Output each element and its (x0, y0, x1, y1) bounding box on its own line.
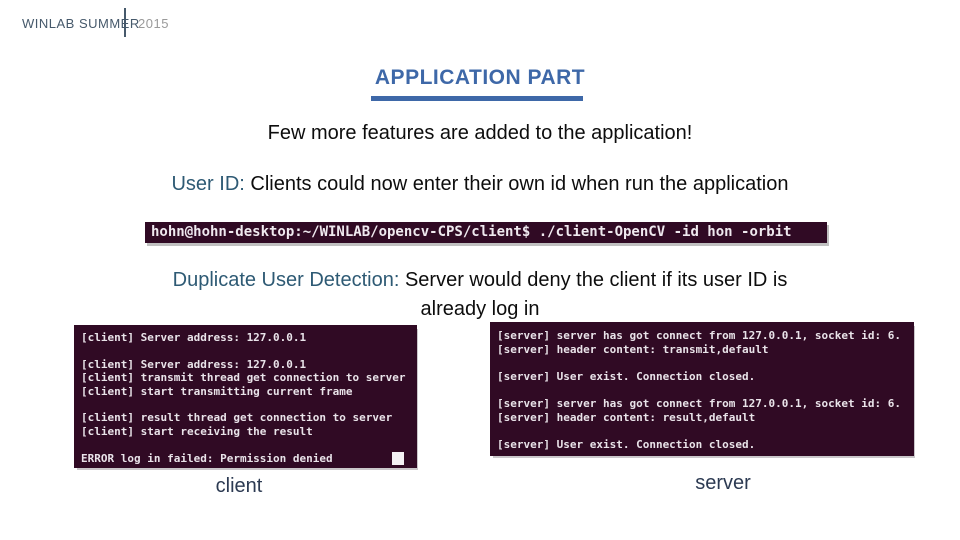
header-divider (124, 8, 126, 37)
page-title: APPLICATION PART (374, 66, 586, 89)
intro-text: Few more features are added to the appli… (267, 122, 693, 144)
terminal-line: [server] header content: transmit,defaul… (497, 342, 769, 356)
terminal-line (81, 398, 417, 411)
terminal-line: [client] transmit thread get connection … (81, 371, 406, 385)
terminal-line: [server] header content: result,default (497, 410, 756, 424)
terminal-cursor (392, 452, 404, 465)
terminal-line (497, 424, 914, 438)
terminal-line: [server] server has got connect from 127… (497, 329, 901, 342)
feature-user-id-label: User ID: (171, 173, 245, 195)
slide-year: 2015 (138, 16, 169, 31)
slide-brand: WINLAB SUMMER (22, 16, 140, 31)
terminal-command-strip: hohn@hohn-desktop:~/WINLAB/opencv-CPS/cl… (145, 222, 827, 243)
feature-duplicate-label: Duplicate User Detection: (172, 269, 400, 291)
terminal-line: [client] start receiving the result (81, 424, 313, 438)
client-terminal-window: [client] Server address: 127.0.0.1 [clie… (74, 325, 417, 468)
terminal-line: [client] Server address: 127.0.0.1 (81, 331, 307, 344)
terminal-line: [server] server has got connect from 127… (497, 396, 901, 410)
server-terminal-window: [server] server has got connect from 127… (490, 322, 914, 456)
terminal-line: [client] result thread get connection to… (81, 411, 393, 425)
terminal-line: [server] User exist. Connection closed. (497, 369, 756, 383)
terminal-line (81, 438, 417, 451)
feature-duplicate-text-line1: Server would deny the client if its user… (404, 269, 788, 291)
feature-user-id: User ID: Clients could now enter their o… (0, 170, 960, 199)
terminal-line (497, 383, 914, 397)
feature-duplicate-detection: Duplicate User Detection: Server would d… (0, 266, 960, 324)
feature-duplicate-text-line2: already log in (420, 298, 540, 320)
terminal-line: [server] User exist. Connection closed. (497, 437, 756, 451)
title-underline (371, 96, 583, 101)
feature-user-id-text: Clients could now enter their own id whe… (250, 173, 789, 195)
client-terminal-caption: client (215, 475, 263, 497)
terminal-line (497, 356, 914, 370)
terminal-line: ERROR log in failed: Permission denied (81, 451, 333, 465)
terminal-line: [client] start transmitting current fram… (81, 384, 353, 398)
terminal-line (81, 344, 417, 357)
server-terminal-caption: server (695, 472, 751, 494)
terminal-line: [client] Server address: 127.0.0.1 (81, 357, 307, 371)
